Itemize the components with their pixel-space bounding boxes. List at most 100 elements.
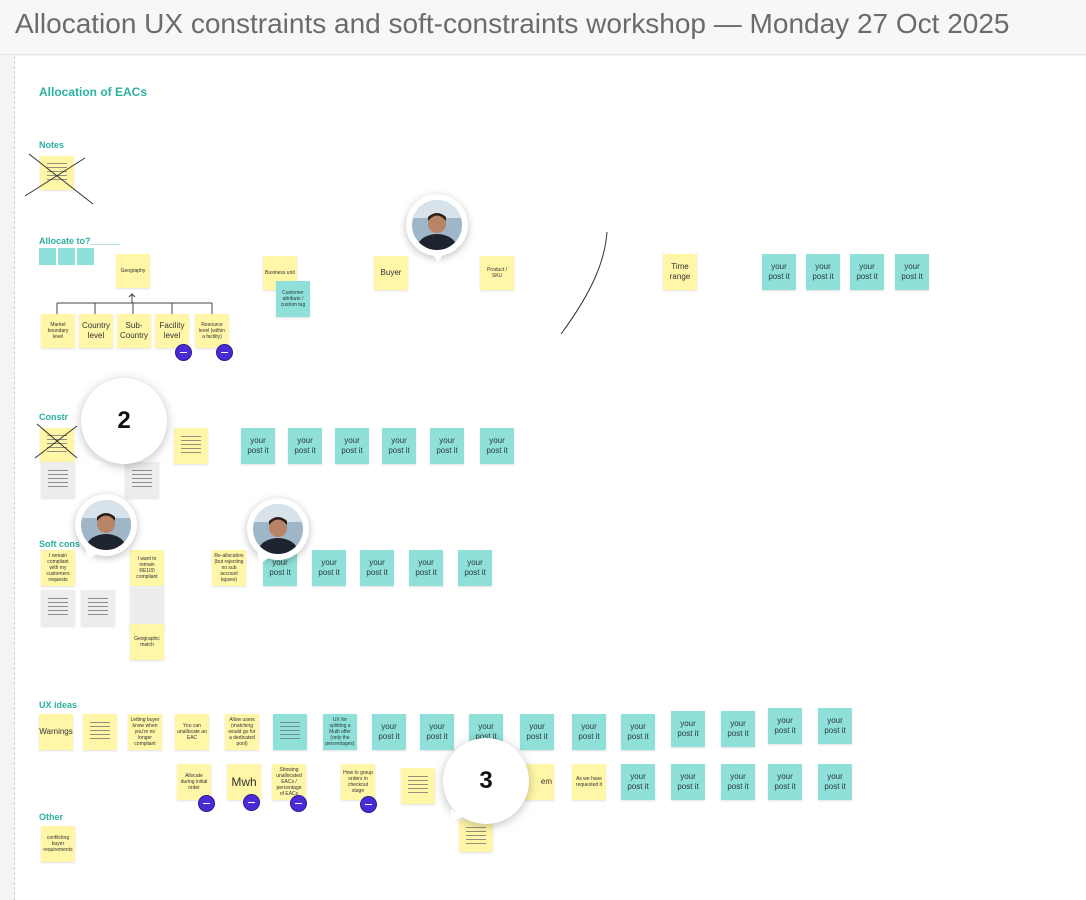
sticky-note-warnings[interactable]: Warnings bbox=[39, 714, 73, 750]
section-label-other: Other bbox=[39, 812, 64, 822]
sticky-note-allocate-during-order[interactable]: Allocate during initial order bbox=[177, 764, 211, 800]
sticky-note-reallocation[interactable]: Re-allocation (but rejecting no sub acco… bbox=[212, 550, 246, 586]
sticky-note-product-sku[interactable]: Product / SKU bbox=[480, 256, 514, 290]
sticky-note-ux-splitting[interactable]: UX for splitting a Multi offer (only the… bbox=[323, 714, 357, 750]
sticky-note-grey[interactable] bbox=[41, 590, 75, 626]
sticky-note-post-it[interactable]: your post it bbox=[241, 428, 275, 464]
sticky-note-remain-compliant[interactable]: I remain compliant with my customers req… bbox=[41, 550, 75, 586]
sticky-note-post-it[interactable]: your post it bbox=[721, 764, 755, 800]
collaborator-avatar[interactable] bbox=[406, 194, 468, 256]
collaborator-avatar[interactable] bbox=[247, 498, 309, 560]
sticky-note-post-it[interactable]: your post it bbox=[572, 714, 606, 750]
text-lines-icon bbox=[407, 775, 429, 797]
sticky-note-post-it[interactable]: your post it bbox=[288, 428, 322, 464]
comment-count-bubble[interactable]: 2 bbox=[81, 378, 167, 464]
sticky-note-geographic-match[interactable]: Geographic match bbox=[130, 624, 164, 660]
sticky-note-mwh[interactable]: Mwh bbox=[227, 764, 261, 800]
collaborator-avatar[interactable] bbox=[75, 494, 137, 556]
text-lines-icon bbox=[180, 435, 202, 457]
sticky-note-post-it[interactable]: your post it bbox=[806, 254, 840, 290]
sticky-note-post-it[interactable]: your post it bbox=[895, 254, 929, 290]
user-avatar-icon bbox=[253, 504, 303, 554]
sticky-note-post-it[interactable]: your post it bbox=[372, 714, 406, 750]
sticky-note-post-it[interactable]: your post it bbox=[818, 764, 852, 800]
sticky-note-re100[interactable]: I want to remain RE100 compliant bbox=[130, 550, 164, 586]
sticky-note-resource-level[interactable]: Resource level (within a facility) bbox=[195, 314, 229, 348]
sticky-note-allow-users[interactable]: Allow users (matching would go for a ded… bbox=[225, 714, 259, 750]
section-label-soft-constraints: Soft cons bbox=[39, 539, 81, 549]
teal-square[interactable] bbox=[77, 248, 94, 265]
sticky-note-post-it[interactable]: your post it bbox=[721, 711, 755, 747]
sticky-note-post-it[interactable]: your post it bbox=[480, 428, 514, 464]
sticky-note-teal[interactable] bbox=[273, 714, 307, 750]
sticky-note-post-it[interactable]: your post it bbox=[621, 764, 655, 800]
vote-badge-icon[interactable] bbox=[176, 345, 191, 360]
section-label-allocate: Allocate to?______ bbox=[39, 236, 121, 246]
board-title: Allocation UX constraints and soft-const… bbox=[15, 8, 1010, 39]
tree-connector bbox=[56, 293, 213, 314]
sticky-note-post-it[interactable]: your post it bbox=[458, 550, 492, 586]
frame-title: Allocation of EACs bbox=[39, 85, 148, 99]
sticky-note-showing-unallocated[interactable]: Showing unallocated EACs / percentage of… bbox=[272, 764, 306, 800]
sticky-note-post-it[interactable]: your post it bbox=[671, 711, 705, 747]
sticky-note-customer-attribute[interactable]: Customer attribute / custom tag bbox=[276, 281, 310, 317]
vote-badge-icon[interactable] bbox=[217, 345, 232, 360]
sticky-note-grey[interactable] bbox=[41, 462, 75, 498]
sticky-note-post-it[interactable]: your post it bbox=[420, 714, 454, 750]
vote-badge-icon[interactable] bbox=[361, 797, 376, 812]
sticky-note-crossed[interactable] bbox=[40, 428, 74, 462]
whiteboard-canvas[interactable]: Allocation of EACs Notes Allocate to?___… bbox=[14, 56, 1086, 900]
teal-square[interactable] bbox=[39, 248, 56, 265]
sticky-note-group-orders[interactable]: How to group orders in checkout stage bbox=[341, 764, 375, 800]
sticky-note-crossed[interactable] bbox=[40, 156, 74, 190]
comment-count: 3 bbox=[479, 767, 493, 794]
sticky-note-letting-buyer[interactable]: Letting buyer know when you're no longer… bbox=[128, 714, 162, 750]
vote-badge-icon[interactable] bbox=[244, 795, 259, 810]
sticky-note-grey-blank[interactable] bbox=[130, 588, 164, 628]
sticky-note-post-it[interactable]: your post it bbox=[430, 428, 464, 464]
user-avatar-icon bbox=[81, 500, 131, 550]
sticky-note-post-it[interactable]: your post it bbox=[520, 714, 554, 750]
sticky-note-post-it[interactable]: your post it bbox=[768, 708, 802, 744]
sticky-note-grey[interactable] bbox=[81, 590, 115, 626]
sticky-note-grey[interactable] bbox=[125, 462, 159, 498]
text-lines-icon bbox=[47, 469, 69, 491]
sticky-note-sub-country[interactable]: Sub-Country bbox=[117, 314, 151, 348]
sticky-note-yellow[interactable] bbox=[459, 820, 493, 852]
comment-count: 2 bbox=[117, 407, 131, 434]
text-lines-icon bbox=[465, 827, 487, 845]
sticky-note-yellow[interactable] bbox=[174, 428, 208, 464]
sticky-note-unallocate[interactable]: You can unallocate an EAC bbox=[175, 714, 209, 750]
sticky-note-post-it[interactable]: your post it bbox=[850, 254, 884, 290]
sticky-note-buyer[interactable]: Buyer bbox=[374, 256, 408, 290]
text-lines-icon bbox=[89, 721, 111, 743]
sticky-note-time-range[interactable]: Time range bbox=[663, 254, 697, 290]
sticky-note-facility-level[interactable]: Facility level bbox=[155, 314, 189, 348]
sticky-note-post-it[interactable]: your post it bbox=[671, 764, 705, 800]
sticky-note-post-it[interactable]: your post it bbox=[312, 550, 346, 586]
sticky-note-conflicting-requirements[interactable]: conflicting buyer requirements bbox=[41, 826, 75, 862]
section-label-ux-ideas: UX ideas bbox=[39, 700, 78, 710]
sticky-note-market-boundary[interactable]: Market boundary level bbox=[41, 314, 75, 348]
sticky-note-post-it[interactable]: your post it bbox=[762, 254, 796, 290]
sticky-note-as-we-have[interactable]: As we have requested it bbox=[572, 764, 606, 800]
sticky-note-yellow[interactable] bbox=[83, 714, 117, 750]
board-header: Allocation UX constraints and soft-const… bbox=[0, 0, 1086, 55]
sticky-note-post-it[interactable]: your post it bbox=[382, 428, 416, 464]
sticky-note-post-it[interactable]: your post it bbox=[621, 714, 655, 750]
sticky-note-country-level[interactable]: Country level bbox=[79, 314, 113, 348]
text-lines-icon bbox=[46, 435, 68, 455]
vote-badge-icon[interactable] bbox=[199, 796, 214, 811]
sticky-note-post-it[interactable]: your post it bbox=[768, 764, 802, 800]
teal-square[interactable] bbox=[58, 248, 75, 265]
sticky-note-post-it[interactable]: your post it bbox=[360, 550, 394, 586]
sticky-note-post-it[interactable]: your post it bbox=[818, 708, 852, 744]
vote-badge-icon[interactable] bbox=[291, 796, 306, 811]
section-label-notes: Notes bbox=[39, 140, 65, 150]
sticky-note-geography[interactable]: Geography bbox=[116, 254, 150, 288]
sticky-note-yellow[interactable] bbox=[401, 768, 435, 804]
sticky-note-post-it[interactable]: your post it bbox=[335, 428, 369, 464]
sticky-note-post-it[interactable]: your post it bbox=[409, 550, 443, 586]
text-lines-icon bbox=[47, 597, 69, 619]
comment-count-bubble[interactable]: 3 bbox=[443, 738, 529, 824]
